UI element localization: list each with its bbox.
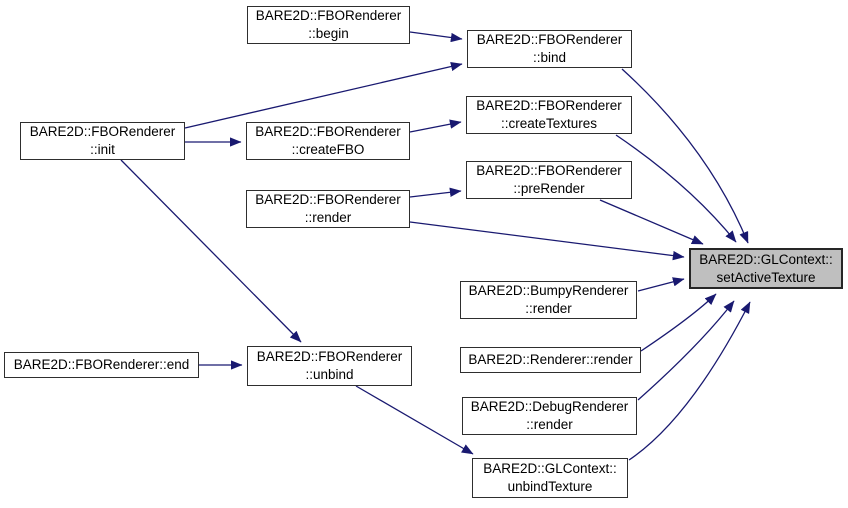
node-fborenderer-createfbo[interactable]: BARE2D::FBORenderer ::createFBO <box>246 122 410 160</box>
node-label: BARE2D::FBORenderer <box>255 8 402 23</box>
node-label: BARE2D::FBORenderer <box>476 32 623 47</box>
node-label: BARE2D::FBORenderer <box>476 163 622 178</box>
edge-debugrender-to-setactivetexture <box>637 300 735 401</box>
node-label: ::bind <box>532 50 567 65</box>
node-bumpyrenderer-render[interactable]: BARE2D::BumpyRenderer ::render <box>460 281 637 319</box>
edge-bind-to-setactivetexture <box>621 68 749 244</box>
node-fborenderer-begin[interactable]: BARE2D::FBORenderer ::begin <box>247 6 410 44</box>
node-renderer-render[interactable]: BARE2D::Renderer::render <box>460 347 641 373</box>
node-label: BARE2D::Renderer::render <box>468 352 633 367</box>
edge-render-to-setactivetexture <box>409 221 685 261</box>
edge-init-to-unbind <box>120 159 302 343</box>
node-label: BARE2D::FBORenderer <box>256 349 403 364</box>
node-label: BARE2D::FBORenderer <box>29 124 176 139</box>
node-label: ::unbind <box>305 367 354 382</box>
edge-unbind-to-unbindtexture <box>355 385 474 455</box>
node-label: unbindTexture <box>507 479 593 494</box>
edge-render-to-prerender <box>409 187 462 198</box>
node-label: ::createTextures <box>500 116 598 131</box>
node-fborenderer-prerender[interactable]: BARE2D::FBORenderer ::preRender <box>466 161 632 199</box>
node-fborenderer-end[interactable]: BARE2D::FBORenderer::end <box>4 352 199 378</box>
node-glcontext-setactivetexture[interactable]: BARE2D::GLContext:: setActiveTexture <box>689 248 843 289</box>
node-label: BARE2D::GLContext:: <box>483 461 617 476</box>
node-label: BARE2D::FBORenderer <box>255 192 401 207</box>
node-label: ::render <box>304 210 352 225</box>
node-label: BARE2D::FBORenderer::end <box>13 357 190 372</box>
edge-begin-to-bind <box>409 31 463 43</box>
node-fborenderer-bind[interactable]: BARE2D::FBORenderer ::bind <box>467 30 632 68</box>
node-fborenderer-init[interactable]: BARE2D::FBORenderer ::init <box>20 122 185 160</box>
node-fborenderer-unbind[interactable]: BARE2D::FBORenderer ::unbind <box>247 346 412 386</box>
node-label: ::render <box>525 301 572 316</box>
node-label: BARE2D::DebugRenderer <box>470 399 629 414</box>
node-label: ::init <box>90 142 115 157</box>
node-label: ::begin <box>308 26 349 41</box>
node-label: ::preRender <box>513 181 585 196</box>
node-label: setActiveTexture <box>716 269 816 285</box>
node-fborenderer-render[interactable]: BARE2D::FBORenderer ::render <box>246 190 410 228</box>
node-debugrenderer-render[interactable]: BARE2D::DebugRenderer ::render <box>462 397 637 435</box>
node-label: BARE2D::FBORenderer <box>255 124 401 139</box>
edge-init-to-bind <box>184 61 463 129</box>
node-fborenderer-createtextures[interactable]: BARE2D::FBORenderer ::createTextures <box>466 96 632 134</box>
edge-createtextures-to-setactivetexture <box>615 134 737 243</box>
node-glcontext-unbindtexture[interactable]: BARE2D::GLContext:: unbindTexture <box>472 458 628 498</box>
edge-prerender-to-setactivetexture <box>599 199 704 245</box>
node-label: BARE2D::FBORenderer <box>476 98 622 113</box>
node-label: ::createFBO <box>291 142 365 157</box>
node-label: BARE2D::GLContext:: <box>699 251 833 267</box>
edge-createfbo-to-createtextures <box>409 119 462 133</box>
edge-unbindtexture-to-setactivetexture <box>628 301 751 461</box>
node-label: BARE2D::BumpyRenderer <box>468 283 629 298</box>
node-label: ::render <box>526 417 573 432</box>
edge-bumpyrender-to-setactivetexture <box>637 277 685 292</box>
edge-rendererrender-to-setactivetexture <box>640 293 717 352</box>
